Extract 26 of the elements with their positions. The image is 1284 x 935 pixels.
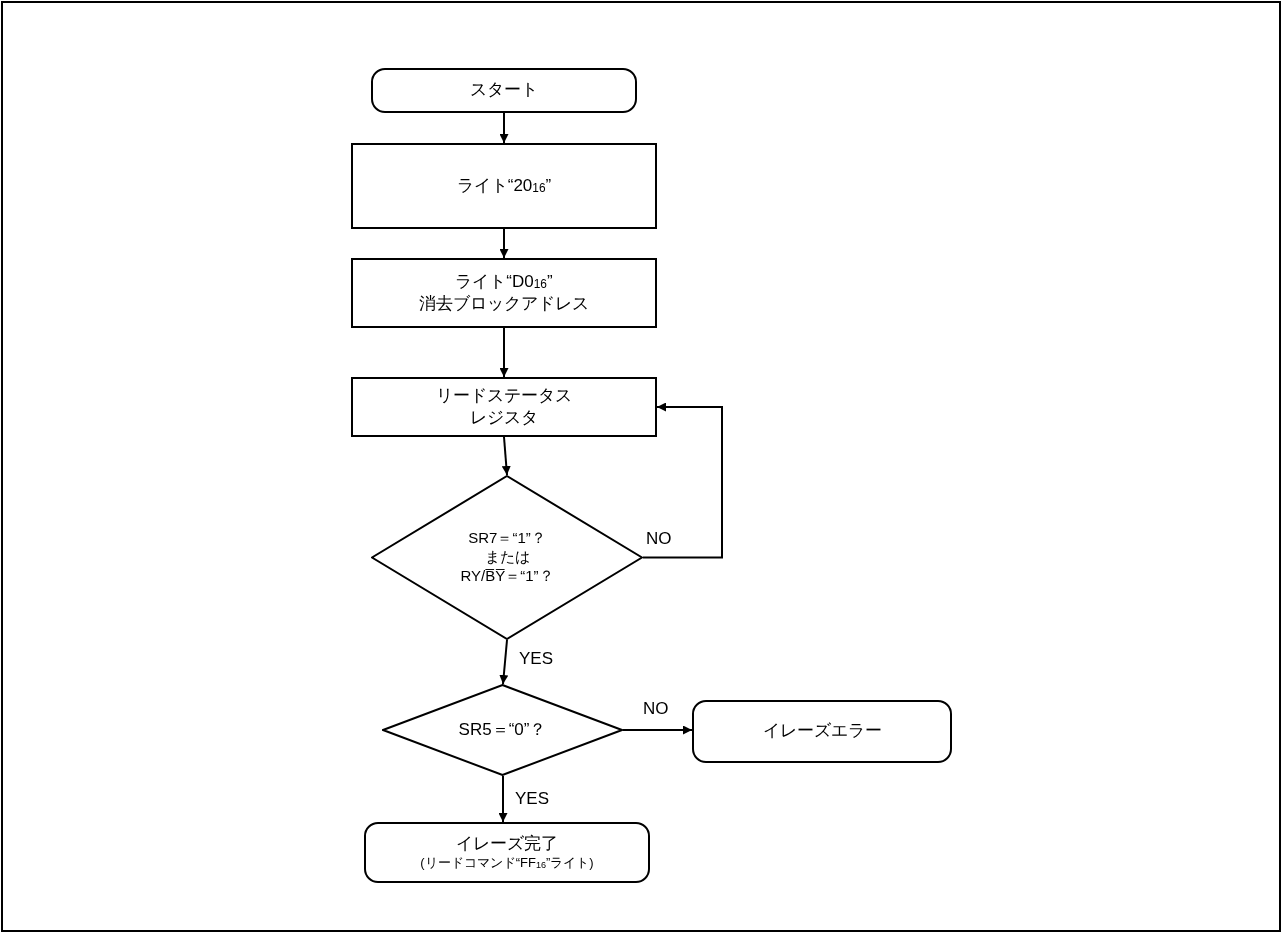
terminal-box [364, 822, 650, 883]
node-subtext: 消去ブロックアドレス [419, 293, 589, 315]
node-subtext: RY/B̅Y̅＝“1”？ [460, 566, 554, 586]
node-text: リードステータスレジスタ [435, 384, 573, 429]
node-text: スタート [470, 79, 538, 102]
arrow [622, 725, 693, 735]
arrow [501, 436, 511, 476]
terminal-box [692, 700, 952, 763]
node-text: ライト“D0$_{16}$” [455, 270, 553, 293]
arrow [499, 327, 509, 378]
node-text: イレーズ完了 [456, 833, 558, 855]
node-text: イレーズエラー [762, 720, 882, 743]
terminal-box [371, 68, 637, 113]
node-text: SR5＝“0”？ [458, 718, 547, 741]
arrow [498, 775, 508, 823]
arrow [499, 639, 509, 685]
arrow [499, 112, 509, 144]
node-text: ライト“20$_{16}$” [456, 174, 552, 198]
process-box [351, 377, 657, 437]
node-subtext: または [484, 548, 530, 567]
arrow [642, 402, 723, 559]
arrow [499, 228, 509, 259]
node-subtext: (リードコマンド“FF$_{16}$”ライト) [420, 855, 594, 872]
node-text: SR7＝“1”？ [468, 529, 546, 549]
process-box [351, 258, 657, 328]
process-box [351, 143, 657, 229]
